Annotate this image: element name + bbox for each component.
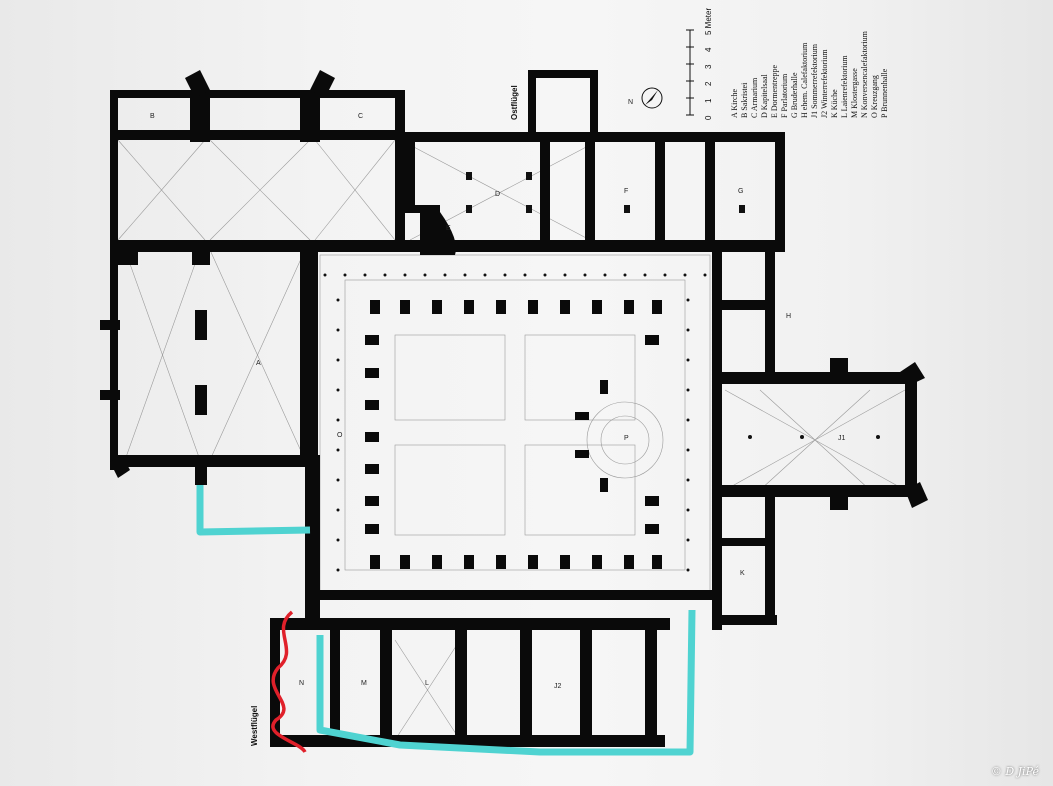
scale-label-4: 4 [704, 47, 713, 52]
west-wing-label: Westflügel [250, 705, 259, 746]
room-label-d: D [495, 191, 500, 198]
legend-item-p: P Brunnenhalle [880, 68, 889, 118]
scale-label-1: 1 [704, 98, 713, 103]
colonnade-dots [323, 172, 880, 572]
room-label-p: P [624, 435, 629, 442]
legend-item-d: D Kapitelsaal [760, 74, 769, 118]
legend-item-l: L Laienrefektorium [840, 55, 849, 118]
legend-item-c: C Armarium [750, 77, 759, 118]
room-label-n: N [299, 680, 304, 687]
legend-item-m: M Klostergasse [850, 68, 859, 118]
room-label-e: E [446, 225, 451, 232]
legend-item-b: B Sakristei [740, 82, 749, 118]
room-label-k: K [740, 570, 745, 577]
room-label-m: M [361, 680, 367, 687]
legend-item-o: O Kreuzgang [870, 75, 879, 118]
legend-item-j1: J1 Sommerrefektorium [810, 44, 819, 118]
room-label-j2: J2 [554, 683, 562, 690]
highlight-path [196, 485, 696, 756]
room-label-g: G [738, 188, 743, 195]
room-label-c: C [358, 113, 363, 120]
room-label-b: B [150, 113, 155, 120]
scale-label-5: 5 Meter [704, 7, 713, 35]
legend-item-a: A Kirche [730, 88, 739, 118]
room-label-l: L [425, 680, 429, 687]
scale-label-0: 0 [704, 115, 713, 120]
legend-item-h: H ehem. Calefaktorium [800, 42, 809, 118]
room-label-o: O [337, 432, 343, 439]
north-arrow-icon [641, 87, 663, 109]
north-label: N [628, 99, 633, 106]
scale-label-3: 3 [704, 64, 713, 69]
scale-label-2: 2 [704, 81, 713, 86]
legend-item-f: F Parlatorium [780, 73, 789, 118]
walls [100, 70, 928, 747]
legend-item-g: G Bruderhalle [790, 72, 799, 118]
legend-item-e: E Dormentreppe [770, 64, 779, 118]
legend-item-k: K Küche [830, 89, 839, 118]
east-wing-label: Ostflügel [510, 85, 519, 120]
vault-lines [117, 139, 906, 741]
scale-bar [686, 29, 694, 116]
room-label-f: F [624, 188, 628, 195]
room-label-a: A [256, 360, 261, 367]
room-label-h: H [786, 313, 791, 320]
legend-item-n: N Konversencalefaktorium [860, 31, 869, 118]
room-label-j1: J1 [838, 435, 846, 442]
credit-watermark: © D JiPé [990, 765, 1039, 778]
highlight-squiggle [271, 610, 307, 754]
legend-item-j2: J2 Winterrefektorium [820, 49, 829, 118]
